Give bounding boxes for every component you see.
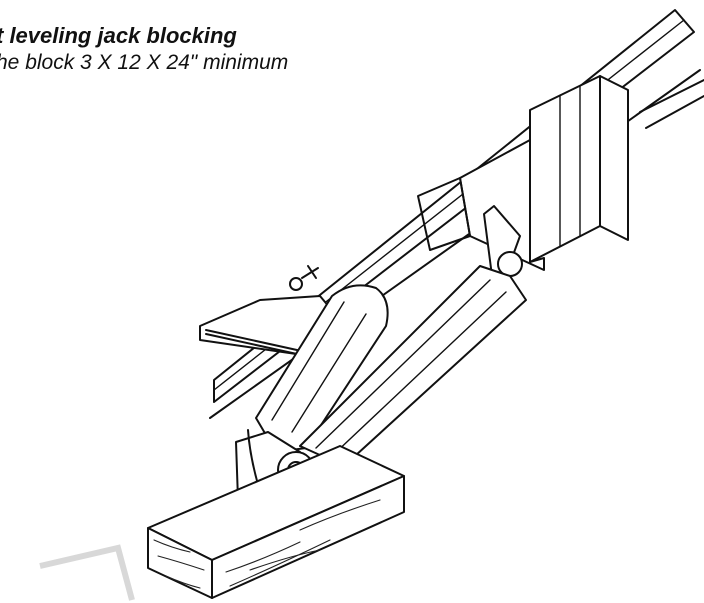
lower-jack-arm (255, 284, 389, 453)
caption-subtitle: he block 3 X 12 X 24" minimum (0, 51, 289, 74)
mounting-bracket (417, 75, 629, 271)
caption-title: t leveling jack blocking (0, 23, 237, 48)
wood-block (147, 445, 405, 599)
adjust-screw (289, 265, 319, 291)
faded-corner-mark (39, 544, 135, 601)
caption-text: t leveling jack blocking he block 3 X 12… (0, 22, 288, 76)
